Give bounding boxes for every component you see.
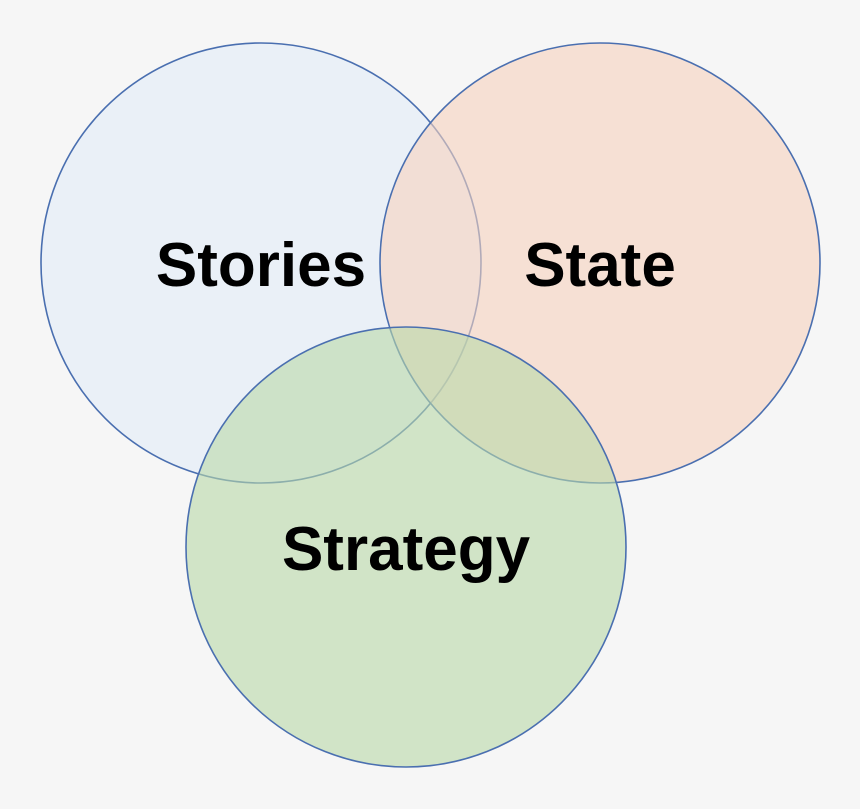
state-label: State [524,231,676,300]
strategy-label: Strategy [282,515,531,584]
strategy-circle [185,326,627,768]
stories-label: Stories [156,231,366,300]
